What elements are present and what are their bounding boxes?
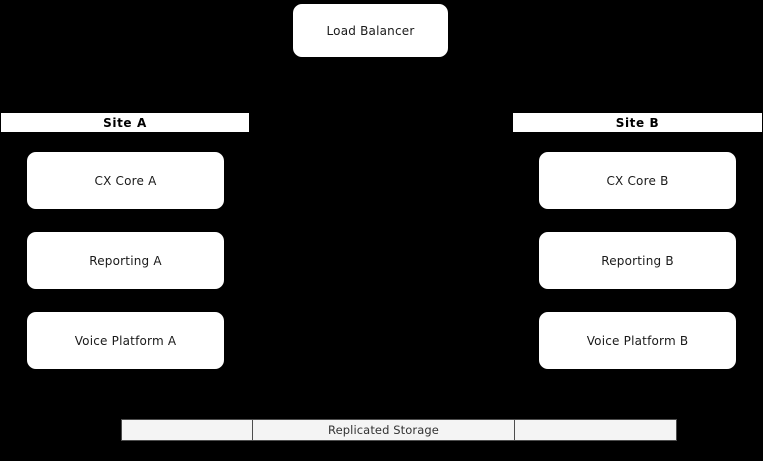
site-header-b-label: Site B: [615, 115, 660, 130]
node-reporting-b-label: Reporting B: [601, 253, 674, 268]
site-header-a-label: Site A: [103, 115, 147, 130]
node-cx-core-b[interactable]: CX Core B: [538, 151, 737, 210]
site-header-b: Site B: [512, 112, 763, 133]
node-voice-platform-a-label: Voice Platform A: [74, 333, 177, 348]
node-load-balancer[interactable]: Load Balancer: [292, 3, 449, 58]
site-header-a: Site A: [0, 112, 250, 133]
node-voice-platform-a[interactable]: Voice Platform A: [26, 311, 225, 370]
storage-segment-left[interactable]: [122, 420, 252, 440]
node-voice-platform-b-label: Voice Platform B: [586, 333, 689, 348]
storage-segment-center-label: Replicated Storage: [328, 422, 439, 437]
storage-segment-center[interactable]: Replicated Storage: [252, 420, 514, 440]
node-reporting-a-label: Reporting A: [89, 253, 162, 268]
node-load-balancer-label: Load Balancer: [326, 23, 415, 38]
node-voice-platform-b[interactable]: Voice Platform B: [538, 311, 737, 370]
node-reporting-b[interactable]: Reporting B: [538, 231, 737, 290]
node-cx-core-b-label: CX Core B: [606, 173, 669, 188]
node-cx-core-a-label: CX Core A: [94, 173, 157, 188]
connector-lb-stem: [370, 58, 371, 59]
storage-segment-right[interactable]: [514, 420, 676, 440]
node-reporting-a[interactable]: Reporting A: [26, 231, 225, 290]
connector-lb-to-sites: [125, 58, 638, 59]
replicated-storage-bar[interactable]: Replicated Storage: [121, 419, 677, 441]
node-cx-core-a[interactable]: CX Core A: [26, 151, 225, 210]
